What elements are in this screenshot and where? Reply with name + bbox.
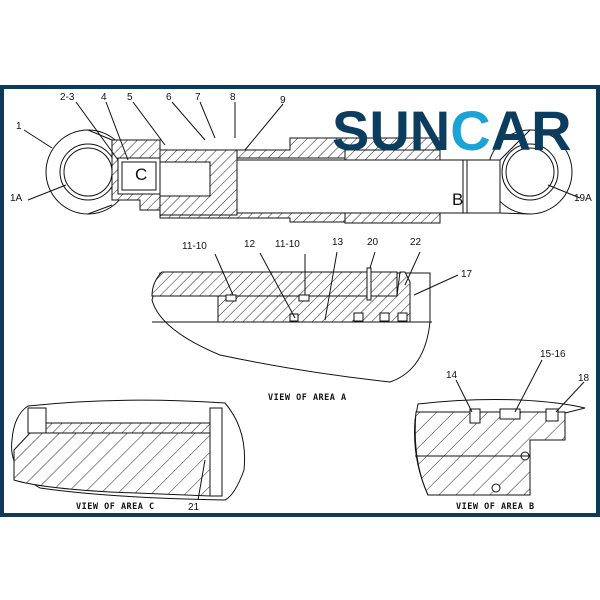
label-15-16: 15-16: [540, 349, 566, 360]
label-17: 17: [461, 269, 473, 280]
label-14: 14: [446, 370, 458, 381]
label-13: 13: [332, 237, 344, 248]
view-area-a: 11-10 12 11-10 13 20 22 17 VIEW OF AREA …: [151, 237, 473, 403]
suncar-logo: SUNCAR: [332, 99, 572, 162]
label-22: 22: [410, 237, 422, 248]
label-7: 7: [195, 92, 201, 103]
label-11-10-b: 11-10: [275, 239, 300, 250]
label-19a: 19A: [574, 193, 592, 204]
label-4: 4: [101, 92, 107, 103]
label-18: 18: [578, 373, 590, 384]
label-20: 20: [367, 237, 379, 248]
svg-text:SUNCAR: SUNCAR: [332, 99, 572, 162]
label-8: 8: [230, 92, 236, 103]
caption-area-a: VIEW OF AREA A: [268, 393, 347, 403]
label-12: 12: [244, 239, 256, 250]
label-1: 1: [16, 121, 22, 132]
label-1a: 1A: [10, 193, 23, 204]
main-cylinder-view: C B 1 2-3 4 5 6 7 8 9 1A 19A: [10, 92, 592, 224]
label-9: 9: [280, 95, 286, 106]
caption-area-c: VIEW OF AREA C: [76, 502, 155, 512]
label-2-3: 2-3: [60, 92, 75, 103]
label-21: 21: [188, 502, 200, 513]
view-area-c: VIEW OF AREA C 21: [11, 399, 246, 513]
caption-area-b: VIEW OF AREA B: [456, 502, 535, 512]
area-b-marker: B: [452, 190, 463, 209]
label-5: 5: [127, 92, 133, 103]
label-6: 6: [166, 92, 172, 103]
area-c-marker: C: [135, 165, 147, 184]
view-area-b: 14 15-16 18 VIEW OF AREA B: [414, 349, 590, 512]
label-11-10-a: 11-10: [182, 241, 207, 252]
